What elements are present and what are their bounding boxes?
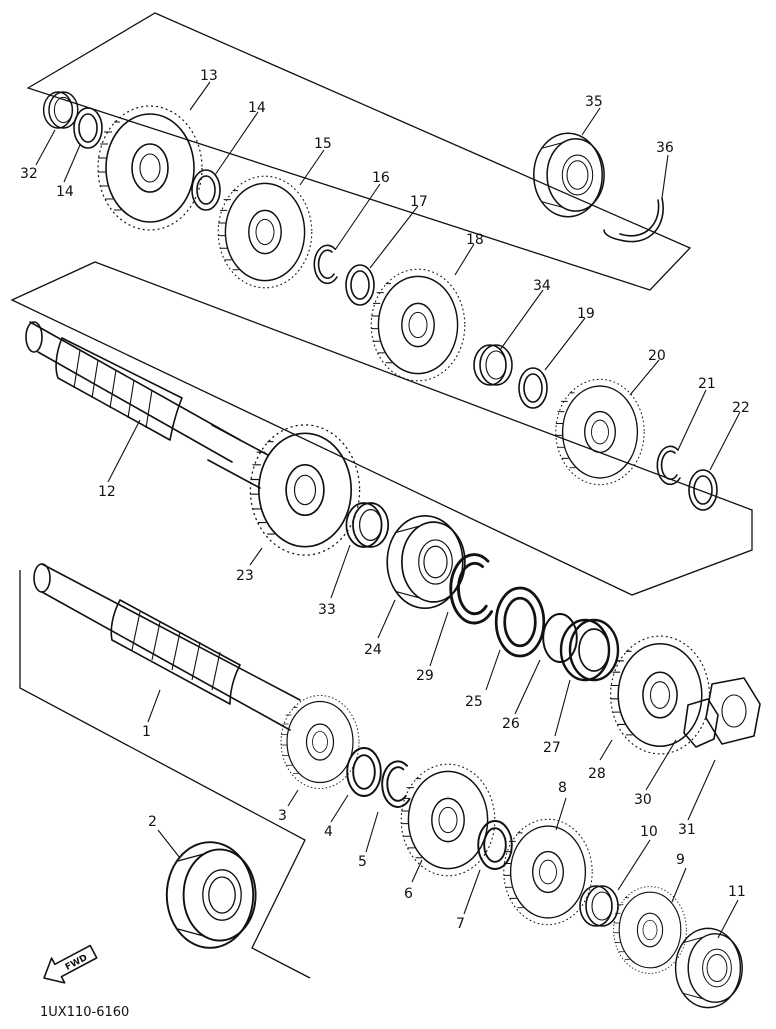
shaft-1 bbox=[33, 563, 301, 731]
label-14-a: 14 bbox=[56, 184, 74, 200]
assembly-box-middle bbox=[10, 261, 753, 596]
washer-4 bbox=[346, 747, 382, 797]
gear-15 bbox=[217, 175, 313, 289]
assembly-box-lower bbox=[19, 570, 311, 979]
fwd-arrow-label: FWD bbox=[64, 953, 89, 973]
washer-7 bbox=[477, 820, 513, 870]
label-6: 6 bbox=[404, 886, 413, 902]
label-33: 33 bbox=[318, 602, 336, 618]
label-12: 12 bbox=[98, 484, 116, 500]
nut-31 bbox=[705, 677, 761, 745]
callout-labels: 13 32 14 14 15 16 17 18 34 19 20 21 22 3… bbox=[20, 68, 750, 932]
label-11: 11 bbox=[728, 884, 746, 900]
label-14-b: 14 bbox=[248, 100, 266, 116]
label-4: 4 bbox=[324, 824, 333, 840]
label-29: 29 bbox=[416, 668, 434, 684]
collar-33 bbox=[345, 502, 390, 548]
collar-34 bbox=[473, 344, 513, 386]
gear-8 bbox=[503, 818, 593, 926]
o-ring-26 bbox=[542, 613, 578, 663]
label-9: 9 bbox=[676, 852, 685, 868]
circlip-21 bbox=[656, 445, 681, 486]
label-28: 28 bbox=[588, 766, 606, 782]
label-18: 18 bbox=[466, 232, 484, 248]
label-16: 16 bbox=[372, 170, 390, 186]
label-3: 3 bbox=[278, 808, 287, 824]
shaft-12 bbox=[25, 321, 269, 489]
washer-14-a bbox=[73, 107, 103, 149]
washer-14-b bbox=[191, 169, 221, 211]
label-34: 34 bbox=[533, 278, 551, 294]
collar-32 bbox=[42, 91, 79, 129]
drawing-code: 1UX110-6160 bbox=[40, 1005, 129, 1020]
label-13: 13 bbox=[200, 68, 218, 84]
label-26: 26 bbox=[502, 716, 520, 732]
label-20: 20 bbox=[648, 348, 666, 364]
label-21: 21 bbox=[698, 376, 716, 392]
assembly-box-top bbox=[26, 12, 692, 291]
label-2: 2 bbox=[148, 814, 157, 830]
washer-19 bbox=[518, 367, 548, 409]
label-8: 8 bbox=[558, 780, 567, 796]
bearing-2 bbox=[165, 841, 257, 949]
label-35: 35 bbox=[585, 94, 603, 110]
gear-23 bbox=[249, 424, 361, 556]
washer-17 bbox=[345, 264, 375, 306]
circlip-5 bbox=[381, 760, 411, 808]
lock-washer-30 bbox=[683, 698, 719, 748]
label-30: 30 bbox=[634, 792, 652, 808]
label-23: 23 bbox=[236, 568, 254, 584]
gear-13 bbox=[97, 105, 203, 231]
label-7: 7 bbox=[456, 916, 465, 932]
washer-22 bbox=[688, 469, 718, 511]
leader-lines bbox=[35, 81, 741, 939]
label-1: 1 bbox=[142, 724, 151, 740]
bearing-35 bbox=[533, 132, 605, 218]
label-15: 15 bbox=[314, 136, 332, 152]
circlip-16 bbox=[313, 244, 338, 285]
label-19: 19 bbox=[577, 306, 595, 322]
gear-20 bbox=[555, 378, 645, 486]
gear-18 bbox=[370, 268, 466, 382]
label-5: 5 bbox=[358, 854, 367, 870]
label-32: 32 bbox=[20, 166, 38, 182]
bearing-24 bbox=[386, 514, 466, 610]
fwd-arrow: FWD bbox=[43, 944, 98, 984]
sprocket-28 bbox=[609, 635, 711, 755]
label-27: 27 bbox=[543, 740, 561, 756]
label-17: 17 bbox=[410, 194, 428, 210]
label-24: 24 bbox=[364, 642, 382, 658]
bearing-11 bbox=[674, 927, 743, 1009]
collar-27 bbox=[559, 618, 620, 682]
half-ring-36 bbox=[603, 197, 664, 243]
label-22: 22 bbox=[732, 400, 750, 416]
label-31: 31 bbox=[678, 822, 696, 838]
label-25: 25 bbox=[465, 694, 483, 710]
oil-seal-25 bbox=[494, 586, 546, 658]
label-10: 10 bbox=[640, 824, 658, 840]
collar-10 bbox=[579, 885, 619, 927]
label-36: 36 bbox=[656, 140, 674, 156]
